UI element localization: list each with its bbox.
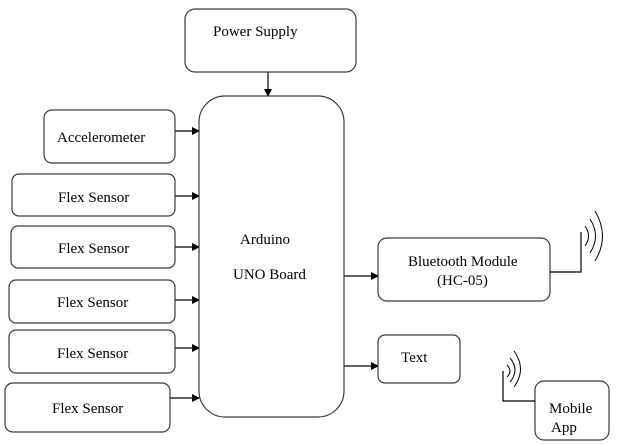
- node-flex-sensor-3: Flex Sensor: [8, 279, 176, 324]
- text-output-label: Text: [401, 350, 428, 366]
- node-mobile-app: Mobile App: [534, 380, 610, 441]
- wireless-signal-icon: [502, 350, 535, 402]
- connectors: [170, 72, 379, 402]
- bluetooth-label-line1: Bluetooth Module: [408, 254, 518, 270]
- node-accelerometer: Accelerometer: [43, 109, 176, 164]
- node-flex-sensor-5: Flex Sensor: [4, 382, 171, 433]
- wireless-signal-icon: [550, 210, 603, 273]
- node-flex-sensor-1: Flex Sensor: [11, 173, 176, 217]
- mobile-label-line2: App: [551, 420, 577, 436]
- bluetooth-label-line2: (HC-05): [437, 273, 488, 289]
- accelerometer-label: Accelerometer: [57, 130, 145, 146]
- node-text-output: Text: [377, 334, 461, 384]
- flex-sensor-label: Flex Sensor: [57, 295, 128, 311]
- flex-sensor-label: Flex Sensor: [58, 190, 129, 206]
- flex-sensor-label: Flex Sensor: [52, 401, 123, 417]
- node-flex-sensor-2: Flex Sensor: [10, 225, 176, 269]
- flex-sensor-label: Flex Sensor: [58, 241, 129, 257]
- node-arduino-uno: Arduino UNO Board: [198, 95, 345, 418]
- node-flex-sensor-4: Flex Sensor: [8, 329, 176, 374]
- flex-sensor-label: Flex Sensor: [57, 346, 128, 362]
- mobile-label-line1: Mobile: [549, 401, 593, 417]
- node-power-supply: Power Supply: [184, 8, 357, 73]
- arduino-label-line1: Arduino: [240, 232, 290, 248]
- node-bluetooth-module: Bluetooth Module (HC-05): [377, 237, 551, 302]
- power-supply-label: Power Supply: [213, 24, 298, 40]
- arduino-label-line2: UNO Board: [233, 267, 306, 283]
